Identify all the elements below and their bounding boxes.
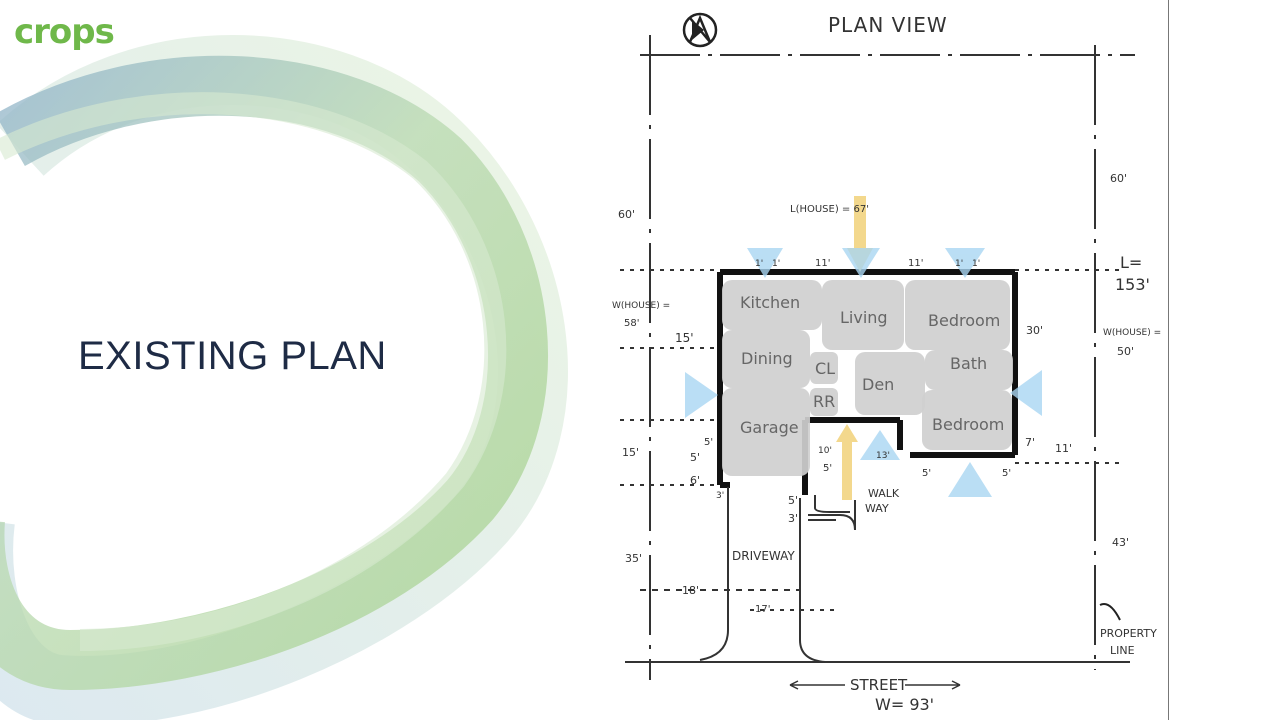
label-l-total: L= bbox=[1120, 253, 1142, 272]
label-w-house-right: W(HOUSE) = bbox=[1103, 328, 1161, 338]
floor-plan-sketch: PLAN VIEW bbox=[612, 12, 1161, 714]
label-walk: WALK bbox=[868, 487, 900, 500]
dim-10: 10' bbox=[818, 446, 832, 456]
dim-1a: 1' bbox=[755, 259, 763, 269]
dim-43: 43' bbox=[1112, 536, 1129, 549]
wind-arrows bbox=[685, 248, 1042, 497]
dim-5b: 5' bbox=[690, 451, 700, 464]
dim-11c: 11' bbox=[1055, 442, 1072, 455]
street-arrow bbox=[789, 680, 961, 690]
decorative-ring bbox=[0, 35, 568, 720]
label-w-house-right-val: 50' bbox=[1117, 345, 1134, 358]
dim-13: 13' bbox=[876, 451, 890, 461]
driveway-walkway bbox=[699, 487, 856, 663]
label-w-house-left: W(HOUSE) = bbox=[612, 301, 670, 311]
dim-11a: 11' bbox=[815, 258, 830, 269]
dim-3b: 3' bbox=[788, 512, 798, 525]
room-bedroom-top: Bedroom bbox=[928, 311, 1000, 330]
label-l-house: L(HOUSE) = 67' bbox=[790, 204, 869, 215]
dim-11b: 11' bbox=[908, 258, 923, 269]
room-kitchen: Kitchen bbox=[740, 293, 800, 312]
dim-7: 7' bbox=[1025, 436, 1035, 449]
brand-logo: crops bbox=[14, 12, 115, 52]
plan-heading: PLAN VIEW bbox=[828, 13, 948, 37]
property-line-pointer bbox=[1099, 603, 1121, 621]
dim-17: 17' bbox=[755, 604, 770, 615]
dim-18: 18' bbox=[682, 584, 699, 597]
slide-title: EXISTING PLAN bbox=[78, 334, 387, 378]
dim-15b: 15' bbox=[622, 446, 639, 459]
dim-5a: 5' bbox=[704, 437, 713, 448]
room-cl: CL bbox=[815, 359, 835, 378]
dim-5e: 5' bbox=[922, 468, 931, 479]
label-street: STREET bbox=[850, 676, 908, 694]
label-line: LINE bbox=[1110, 644, 1135, 657]
dim-1c: 1' bbox=[955, 259, 963, 269]
dim-1d: 1' bbox=[972, 259, 980, 269]
dim-5f: 5' bbox=[1002, 468, 1011, 479]
dim-35: 35' bbox=[625, 552, 642, 565]
label-street-width: W= 93' bbox=[875, 695, 934, 714]
north-arrow-icon bbox=[682, 12, 718, 48]
label-driveway: DRIVEWAY bbox=[732, 549, 795, 563]
label-property: PROPERTY bbox=[1100, 627, 1157, 640]
dim-5c: 5' bbox=[788, 494, 798, 507]
dimension-labels: 60' 60' 15' 15' 35' 43' 30' 11' 11' 11' … bbox=[618, 172, 1129, 615]
room-dining: Dining bbox=[741, 349, 793, 368]
dim-5d: 5' bbox=[823, 463, 832, 474]
room-labels: Kitchen Living Bedroom Dining CL Den Bat… bbox=[740, 293, 1004, 437]
rooms bbox=[722, 280, 1013, 476]
label-l-total-val: 153' bbox=[1115, 275, 1150, 294]
dim-30: 30' bbox=[1026, 324, 1043, 337]
room-rr: RR bbox=[813, 392, 835, 411]
label-w-house-left-val: 58' bbox=[624, 318, 639, 329]
dim-60-left: 60' bbox=[618, 208, 635, 221]
dim-1b: 1' bbox=[772, 259, 780, 269]
dim-60-right: 60' bbox=[1110, 172, 1127, 185]
dim-15a: 15' bbox=[675, 331, 694, 345]
room-bedroom-bottom: Bedroom bbox=[932, 415, 1004, 434]
dim-6: 6' bbox=[690, 474, 700, 487]
label-way: WAY bbox=[865, 502, 889, 515]
right-edge-line bbox=[1168, 0, 1169, 720]
dim-3a: 3' bbox=[716, 491, 724, 501]
annotations: L(HOUSE) = 67' W(HOUSE) = 58' W(HOUSE) =… bbox=[612, 204, 1161, 714]
property-boundary bbox=[620, 35, 1135, 680]
room-living: Living bbox=[840, 308, 888, 327]
room-garage: Garage bbox=[740, 418, 799, 437]
room-bath: Bath bbox=[950, 354, 987, 373]
room-den: Den bbox=[862, 375, 894, 394]
